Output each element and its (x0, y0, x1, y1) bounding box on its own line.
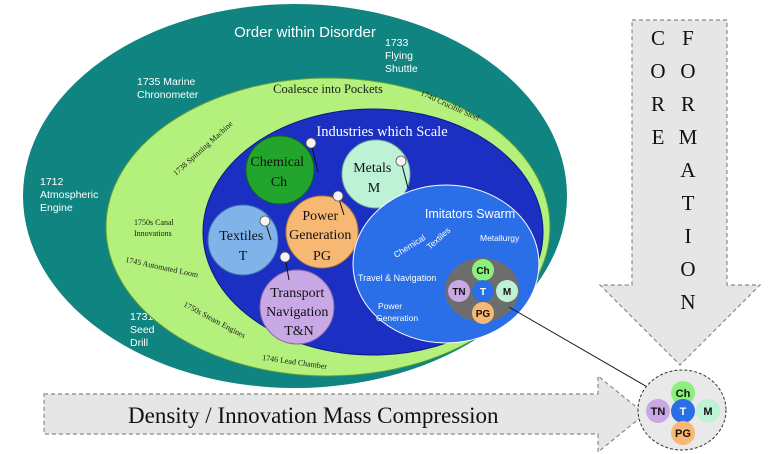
formation-letter-9: N (680, 290, 695, 314)
final-core-ch-label: Ch (676, 388, 691, 400)
power-label: Power Generation PG (289, 209, 355, 264)
imitators-travel: Travel & Navigation (358, 273, 436, 283)
event-flying-shuttle: 1733 Flying Shuttle (385, 37, 418, 75)
imitators-core-m-label: M (503, 287, 511, 298)
imitators-node: Imitators Swarm Chemical Textiles Metall… (352, 184, 540, 344)
chemical-pin (305, 137, 317, 149)
imitators-core-pg (472, 302, 494, 324)
core-connector-line (508, 306, 657, 393)
metals-label: Metals M (353, 161, 395, 196)
outer-title: Order within Disorder (234, 24, 376, 41)
pockets-title: Coalesce into Pockets (273, 82, 383, 96)
formation-letter-4: M (679, 125, 698, 149)
formation-letter-3: R (681, 92, 695, 116)
imitators-core-ch (472, 259, 494, 281)
transport-label: Transport Navigation T&N (266, 286, 332, 339)
metals-node: Metals M (341, 139, 411, 209)
imitators-core-tn (448, 280, 470, 302)
imitators-metallurgy: Metallurgy (480, 233, 520, 243)
final-core-t-label: T (680, 406, 687, 418)
final-core-t (671, 399, 695, 423)
final-core-m-label: M (703, 406, 712, 418)
density-arrow-shape (43, 374, 646, 454)
final-core: Ch TN T M PG (637, 369, 727, 451)
power-node: Power Generation PG (285, 190, 359, 269)
transport-pin (279, 251, 291, 263)
density-arrow: Density / Innovation Mass Compression (43, 374, 646, 454)
final-core-pg (671, 421, 695, 445)
imitators-power: Power Generation (376, 301, 418, 323)
final-core-tn-label: TN (651, 406, 666, 418)
final-core-m (696, 399, 720, 423)
formation-letter-1: F (682, 26, 694, 50)
imitators-core-t-label: T (480, 287, 486, 298)
imitators-core-ch-label: Ch (476, 266, 489, 277)
transport-node: Transport Navigation T&N (259, 251, 335, 345)
textiles-node: Textiles T (207, 204, 279, 276)
transport-circle (259, 269, 335, 345)
final-core-ch (671, 381, 695, 405)
event-canal-innovations: 1750s Canal Innovations (134, 218, 176, 238)
final-core-tn (646, 399, 670, 423)
imitators-core-m (496, 280, 518, 302)
density-arrow-label: Density / Innovation Mass Compression (128, 403, 499, 428)
imitators-core-pg-label: PG (476, 309, 491, 320)
textiles-pin (259, 215, 271, 227)
formation-letter-2: O (680, 59, 695, 83)
core-letters: C O R E (650, 26, 665, 149)
core-letter-1: C (651, 26, 665, 50)
formation-letter-5: A (680, 158, 696, 182)
chemical-label: Chemical Ch (250, 155, 307, 190)
event-marine-chronometer: 1735 Marine Chronometer (137, 76, 199, 101)
event-atmospheric-engine: 1712 Atmospheric Engine (40, 176, 101, 214)
formation-letter-6: T (682, 191, 695, 215)
metals-pin (395, 155, 407, 167)
metals-circle (341, 139, 411, 209)
core-formation-arrow-shape (598, 19, 762, 366)
imitators-core-tn-label: TN (452, 287, 465, 298)
textiles-label: Textiles T (219, 229, 267, 264)
formation-letter-7: I (685, 224, 692, 248)
chemical-node: Chemical Ch (245, 135, 319, 205)
scale-title: Industries which Scale (316, 124, 447, 140)
core-letter-3: R (651, 92, 665, 116)
power-pin (332, 190, 344, 202)
formation-letter-8: O (680, 257, 695, 281)
power-circle (285, 195, 359, 269)
final-core-pg-label: PG (675, 428, 691, 440)
imitators-title: Imitators Swarm (425, 207, 515, 221)
imitators-core-t (472, 280, 494, 302)
core-letter-4: E (652, 125, 665, 149)
formation-letters: F O R M A T I O N (679, 26, 698, 314)
core-letter-2: O (650, 59, 665, 83)
core-formation-arrow: C O R E F O R M A T I O N (598, 19, 762, 366)
chemical-circle (245, 135, 315, 205)
